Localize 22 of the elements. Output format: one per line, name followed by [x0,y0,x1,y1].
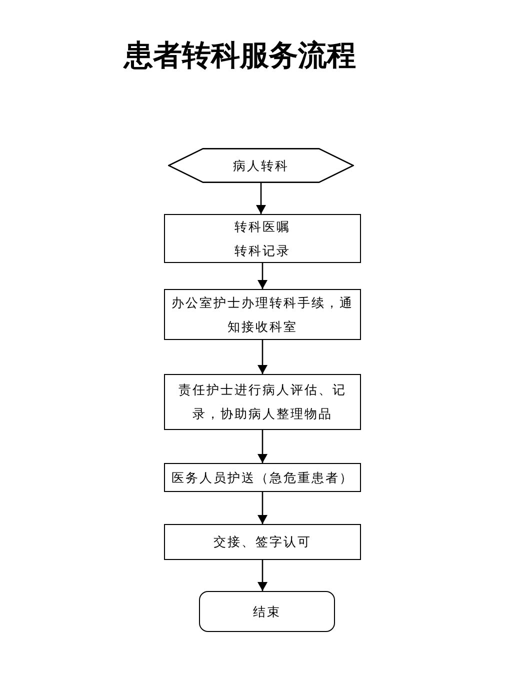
node-text: 责任护士进行病人评估、记录，协助病人整理物品 [178,381,348,423]
node-text: 转科记录 [234,242,290,260]
end-terminal [199,591,335,632]
process-box [164,289,361,340]
node-text: 病人转科 [233,156,289,175]
process-box [164,214,361,263]
title: 患者转科服务流程 [122,37,357,74]
node-text: 转科医嘱 [234,218,290,236]
node-text: 交接、签字认可 [214,533,312,552]
arrow [256,183,266,214]
arrow [258,263,268,289]
process-box [164,524,361,560]
arrow [258,560,268,591]
node-text: 结束 [253,602,281,621]
node-text: 医务人员护送（急危重患者） [172,468,354,487]
arrow [258,430,268,463]
arrow [258,492,268,524]
process-box [164,463,361,492]
process-box [164,374,361,430]
arrow [258,340,268,374]
start-hexagon [168,148,354,183]
node-text: 办公室护士办理转科手续，通知接收科室 [171,294,354,336]
